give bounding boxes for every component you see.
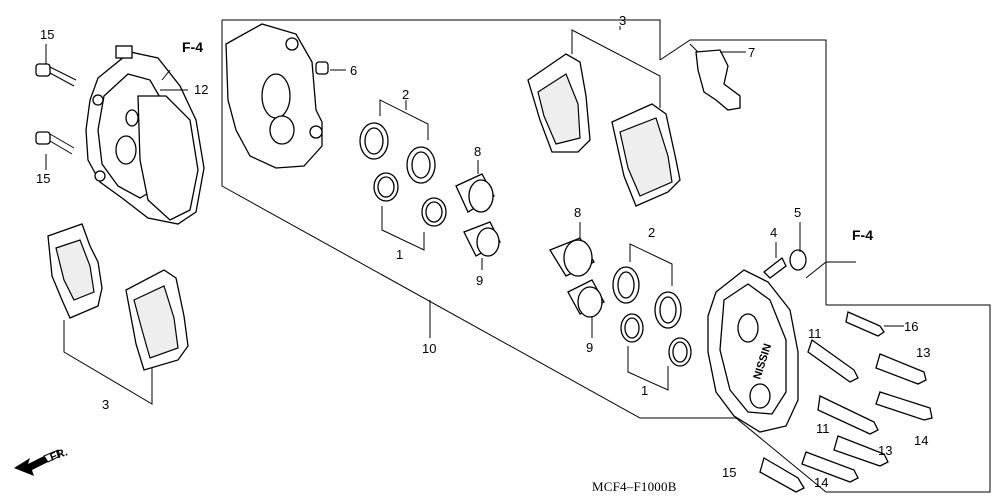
left-brake-pad-back — [47, 223, 103, 319]
pistons-top — [455, 173, 501, 257]
top-brake-pad-front — [611, 103, 681, 207]
label-10: 10 — [422, 341, 437, 356]
left-brake-pad-front — [125, 269, 189, 371]
right-bolts — [759, 311, 933, 493]
caliper-kit-outline — [221, 19, 991, 493]
leader-lines — [45, 26, 904, 338]
bleeder-cap — [789, 249, 807, 271]
label-2-right: 2 — [648, 225, 656, 240]
caliper-half-top — [225, 23, 323, 169]
label-13-a: 13 — [916, 345, 931, 360]
label-6: 6 — [350, 63, 358, 78]
part-7-bracket — [689, 43, 741, 111]
label-f4-left: F-4 — [182, 39, 203, 55]
left-bolt-upper — [35, 63, 77, 87]
seals-right — [612, 243, 692, 391]
right-caliper: NISSIN — [707, 269, 799, 433]
label-14-b: 14 — [814, 475, 829, 490]
label-1-right: 1 — [641, 383, 649, 398]
label-8-right: 8 — [574, 205, 582, 220]
label-15-c: 15 — [722, 465, 737, 480]
label-11-a: 11 — [808, 326, 822, 341]
label-3-top: 3 — [619, 13, 627, 28]
left-bolt-lower — [35, 131, 75, 155]
left-caliper — [85, 45, 205, 225]
label-7: 7 — [748, 45, 756, 60]
label-9-right: 9 — [586, 340, 594, 355]
label-1-top: 1 — [396, 247, 404, 262]
label-13-b: 13 — [878, 443, 893, 458]
label-5: 5 — [794, 205, 802, 220]
diagram-code: MCF4–F1000B — [592, 479, 677, 494]
label-15-b: 15 — [36, 171, 51, 186]
label-3-left: 3 — [102, 397, 110, 412]
label-4: 4 — [770, 225, 778, 240]
label-16: 16 — [904, 319, 919, 334]
part-6-plug — [315, 61, 329, 75]
front-arrow-icon — [14, 449, 61, 476]
label-2-top: 2 — [402, 87, 410, 102]
bleeder-valve — [763, 257, 787, 279]
label-f4-right: F-4 — [852, 227, 873, 243]
label-9-top: 9 — [476, 273, 484, 288]
seals-top — [359, 99, 447, 251]
pistons-right — [549, 237, 605, 318]
label-12: 12 — [194, 82, 209, 97]
label-14-a: 14 — [914, 433, 929, 448]
label-8-top: 8 — [474, 144, 482, 159]
top-brake-pad-back — [527, 53, 591, 153]
label-15-a: 15 — [40, 27, 55, 42]
label-11-b: 11 — [816, 421, 830, 436]
